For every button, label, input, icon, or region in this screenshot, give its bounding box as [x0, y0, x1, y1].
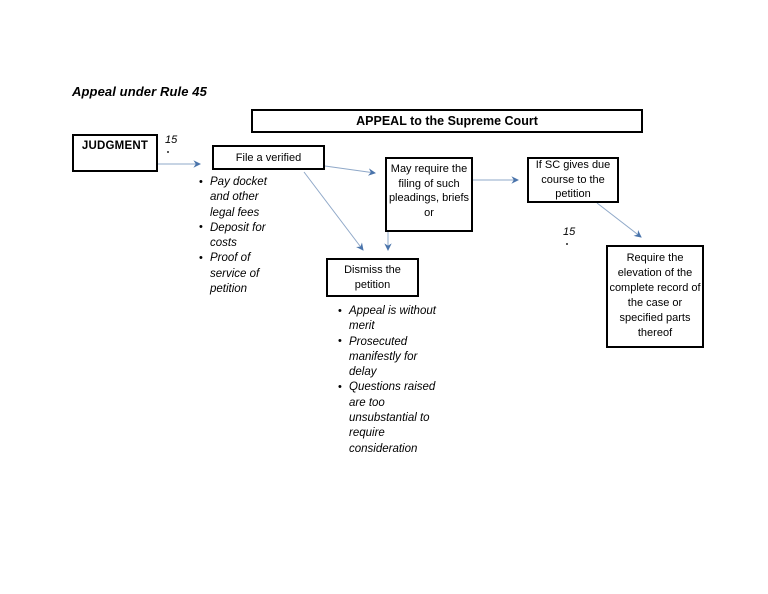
bullet-item: Deposit for costs — [199, 220, 273, 252]
node-may-require-filing[interactable]: May require the filing of such pleadings… — [385, 157, 473, 232]
label-days-judgment-to-filing: 15 — [165, 134, 178, 146]
bullet-item: Appeal is without merit — [338, 304, 446, 335]
page-title: Appeal under Rule 45 — [72, 84, 207, 99]
banner-appeal-to-supreme-court: APPEAL to the Supreme Court — [251, 109, 643, 133]
node-if-sc-gives-due-course[interactable]: If SC gives due course to the petition — [527, 157, 619, 203]
node-file-a-verified[interactable]: File a verified — [212, 145, 325, 170]
connector-file-to-may-require — [324, 165, 376, 176]
node-require-elevation-of-record[interactable]: Require the elevation of the complete re… — [606, 245, 704, 348]
node-judgment[interactable]: JUDGMENT — [72, 134, 158, 172]
bullet-item: Pay docket and other legal fees — [199, 175, 273, 221]
banner-title-text: APPEAL to the Supreme Court — [356, 114, 538, 128]
bullet-item: Questions raised are too unsubstantial t… — [338, 380, 446, 456]
node-require-elevation-of-record-label: Require the elevation of the complete re… — [609, 252, 701, 339]
node-dismiss-the-petition-label: Dismiss the petition — [344, 264, 401, 291]
bullet-item: Proof of service of petition — [199, 251, 273, 297]
label-dot-marker-two — [566, 243, 568, 245]
node-if-sc-gives-due-course-label: If SC gives due course to the petition — [535, 159, 611, 201]
label-dot-marker-one — [167, 151, 169, 153]
node-may-require-filing-label: May require the filing of such pleadings… — [388, 163, 470, 219]
bullet-list-file-a-verified: Pay docket and other legal feesDeposit f… — [199, 175, 273, 297]
label-days-due-course-to-elevation: 15 — [563, 226, 576, 238]
node-file-a-verified-label: File a verified — [235, 151, 302, 164]
bullet-list-dismiss-grounds: Appeal is without meritProsecuted manife… — [338, 304, 446, 457]
bullet-item: Prosecuted manifestly for delay — [338, 334, 446, 381]
connector-file-to-dismiss — [303, 171, 364, 251]
node-judgment-label: JUDGMENT — [81, 140, 149, 152]
connector-if-sc-to-require-elevation — [596, 202, 642, 238]
node-dismiss-the-petition[interactable]: Dismiss the petition — [326, 258, 419, 297]
